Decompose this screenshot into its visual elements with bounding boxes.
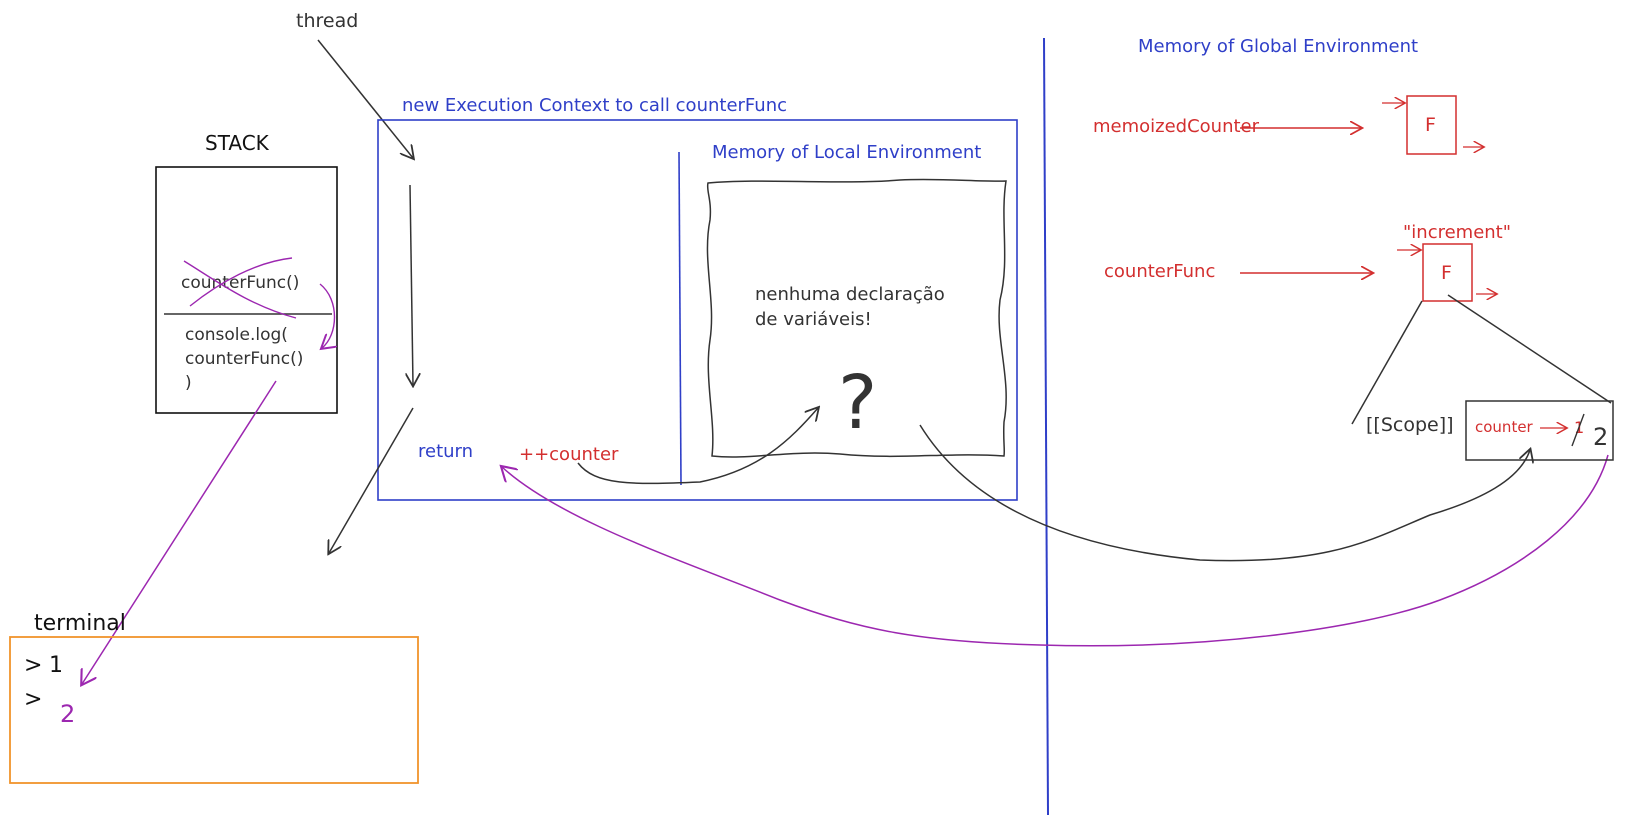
return-keyword: return — [418, 441, 473, 462]
counter-func-function-box — [1422, 243, 1473, 302]
return-expression: ++counter — [519, 444, 619, 465]
stack-frame-console-log-line2: counterFunc() — [185, 349, 303, 369]
stack-box — [155, 166, 338, 414]
scope-line-left — [1351, 300, 1423, 425]
stack-frame-console-log-line3: ) — [185, 373, 192, 393]
scope-counter-strike — [1571, 413, 1585, 447]
stack-title: STACK — [205, 131, 270, 155]
scope-label: [[Scope]] — [1366, 414, 1454, 436]
global-divider-line — [1043, 37, 1049, 816]
stack-frame-console-log-line1: console.log( — [185, 325, 288, 345]
terminal-output-1: 1 — [49, 653, 63, 678]
counter-func-function-label: F — [1441, 262, 1452, 284]
terminal-prompt-2: > — [24, 687, 42, 712]
execution-context-title: new Execution Context to call counterFun… — [402, 95, 787, 116]
stack-frame-counterfunc: counterFunc() — [181, 273, 299, 293]
exit-thread-arrow — [329, 407, 414, 553]
stack-frame-crossout — [183, 257, 297, 319]
terminal-prompt-1: > — [24, 653, 42, 678]
thread-arrow — [317, 39, 413, 158]
local-memory-scroll — [706, 178, 1007, 458]
terminal-output-2: 2 — [60, 700, 75, 728]
counter-func-label: counterFunc — [1104, 261, 1215, 282]
execution-thread-arrow — [410, 184, 413, 385]
execution-context-divider — [678, 151, 682, 486]
scope-counter-label: counter — [1475, 418, 1534, 436]
global-memory-title: Memory of Global Environment — [1138, 36, 1418, 57]
terminal-title: terminal — [34, 611, 126, 636]
increment-label: "increment" — [1403, 222, 1511, 243]
thread-label: thread — [296, 10, 358, 32]
local-memory-note-line1: nenhuma declaração — [755, 284, 945, 305]
scope-counter-new-value: 2 — [1593, 423, 1608, 451]
memoized-counter-function-box — [1406, 95, 1457, 155]
scope-return-curve — [502, 454, 1609, 647]
question-mark: ? — [838, 360, 877, 446]
scope-lookup-curve — [919, 424, 1530, 562]
stack-pop-arrow — [320, 283, 335, 348]
scope-line-right — [1447, 294, 1612, 404]
memoized-counter-function-label: F — [1425, 114, 1436, 136]
stack-to-terminal-arrow — [82, 380, 277, 684]
terminal-box — [9, 636, 419, 784]
local-memory-title: Memory of Local Environment — [712, 142, 981, 163]
local-lookup-arrow — [577, 408, 818, 485]
execution-context-box — [377, 119, 1018, 501]
local-memory-note-line2: de variáveis! — [755, 309, 872, 330]
scope-box — [1465, 400, 1614, 461]
memoized-counter-label: memoizedCounter — [1093, 116, 1260, 137]
